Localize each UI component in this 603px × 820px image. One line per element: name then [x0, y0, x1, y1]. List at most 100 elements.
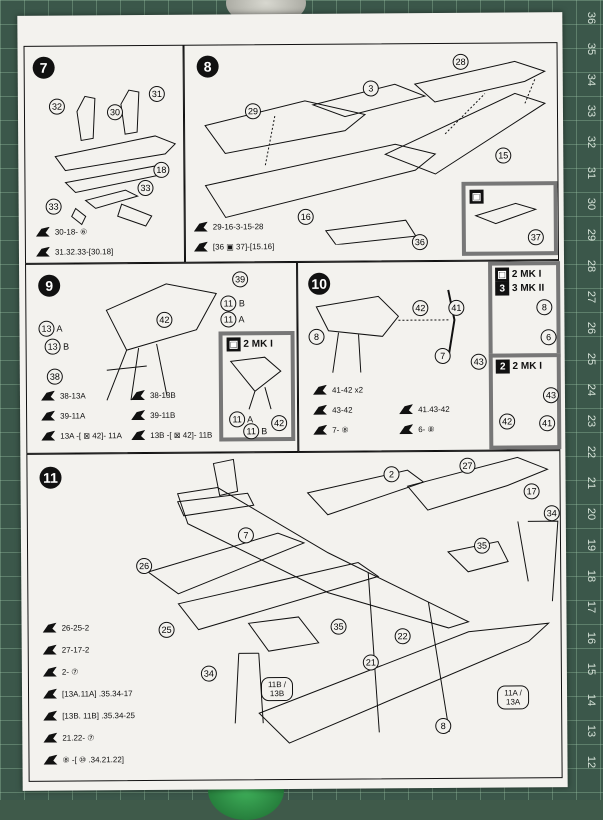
- step-7-instr-2: 31.32.33-[30.18]: [36, 246, 113, 257]
- step-10-instr-r2: 6- ⑧: [399, 424, 435, 434]
- ruler-number: 29: [585, 229, 597, 241]
- step-8-inset-drawing: [466, 195, 556, 256]
- step-11-instr-5: [13B. 11B] .35.34-25: [43, 710, 135, 721]
- step-9-inset-mk1: ▣ 2 MK I 11 A 11 B 42: [219, 331, 296, 442]
- ruler-number: 23: [585, 415, 597, 427]
- part-33b: 33: [137, 180, 153, 196]
- ruler-number: 28: [585, 260, 597, 272]
- part-16: 16: [298, 209, 314, 225]
- part-26: 26: [136, 558, 152, 574]
- inset-b-part-41: 41: [539, 415, 555, 431]
- part-28: 28: [453, 54, 469, 70]
- step-11-instr-4: [13A.11A] .35.34-17: [43, 688, 133, 699]
- ruler-number: 16: [585, 632, 597, 644]
- step-10-inset-a-label1: ▣ 2 MK I: [495, 267, 541, 281]
- step-9-inset-drawing: [225, 351, 295, 411]
- ruler-number: 15: [585, 663, 597, 675]
- ruler-number: 19: [585, 539, 597, 551]
- part-13a-label: 13 A: [38, 321, 62, 337]
- boxed-11b-13b: 11B / 13B: [261, 677, 293, 701]
- ruler-number: 36: [585, 12, 597, 24]
- instruction-sheet: 7 32 30 31 18 33 33 30-18- ⑥ 31.32.33-[3…: [17, 12, 567, 791]
- step-11-instr-6: 21.22- ⑦: [43, 732, 94, 742]
- step-9-instr-r3: 13B -[ ⊠ 42]- 11B: [131, 430, 212, 441]
- step-11-instr-1: 26-25-2: [43, 622, 90, 632]
- inset-part-11b: 11: [243, 423, 259, 439]
- step-9-instr-l3: 13A -[ ⊠ 42]- 11A: [41, 430, 122, 441]
- step-9-instr-l2: 39-11A: [41, 410, 85, 420]
- step-7-panel: 7 32 30 31 18 33 33 30-18- ⑥ 31.32.33-[3…: [24, 45, 186, 264]
- part-15: 15: [495, 147, 511, 163]
- ruler-number: 14: [585, 694, 597, 706]
- step-10-instr-l1: 41-42 x2: [313, 385, 363, 395]
- part-43: 43: [471, 354, 487, 370]
- step-8-panel: 8 28 3 29 15 16 36 ▣ 37: [184, 42, 560, 263]
- part-3: 3: [363, 80, 379, 96]
- inset-a-part-8: 8: [536, 299, 552, 315]
- step-10-instr-r1: 41.43-42: [399, 404, 450, 414]
- part-25: 25: [159, 622, 175, 638]
- step-10-inset-mk: ▣ 2 MK I 3 3 MK II 8 6: [488, 261, 561, 358]
- boxed-11a-13a: 11A / 13A: [497, 685, 529, 709]
- part-2: 2: [383, 466, 399, 482]
- step-11-panel: 11 27 2 17 34 26 7 35: [26, 450, 562, 782]
- part-38: 38: [47, 369, 63, 385]
- part-7: 7: [238, 527, 254, 543]
- ruler-number: 31: [585, 167, 597, 179]
- part-32: 32: [49, 99, 65, 115]
- ruler-number: 17: [585, 601, 597, 613]
- ruler-number: 13: [585, 725, 597, 737]
- part-33a: 33: [46, 199, 62, 215]
- part-36: 36: [412, 234, 428, 250]
- part-11a-label: 11 A: [220, 311, 244, 327]
- ruler-number: 20: [585, 508, 597, 520]
- ruler-number: 25: [585, 353, 597, 365]
- part-11b-label: 11 B: [220, 295, 245, 311]
- step-10-inset-b-label: 2 2 MK I: [496, 359, 542, 373]
- part-35a: 35: [474, 538, 490, 554]
- part-34b: 34: [201, 666, 217, 682]
- ruler-number: 21: [585, 477, 597, 489]
- step-10-instr-l3: 7- ⑧: [313, 425, 349, 435]
- step-9-instr-l1: 38-13A: [41, 390, 86, 400]
- step-9-instr-r2: 39-11B: [131, 410, 175, 420]
- step-9-inset-label: ▣ 2 MK I: [227, 337, 273, 351]
- part-34a: 34: [544, 505, 560, 521]
- ruler-number: 18: [585, 570, 597, 582]
- ruler-number: 22: [585, 446, 597, 458]
- ruler-number: 26: [585, 322, 597, 334]
- part-21: 21: [363, 654, 379, 670]
- ruler-number: 30: [585, 198, 597, 210]
- inset-a-part-6: 6: [541, 329, 557, 345]
- step-10-panel: 10 42 41 7 43 8 ▣ 2 MK I 3 3 MK II 8 6 2…: [297, 260, 560, 452]
- part-35b: 35: [331, 619, 347, 635]
- part-39: 39: [232, 271, 248, 287]
- step-10-inset-mk1: 2 2 MK I 43 42 41: [489, 353, 562, 450]
- part-8: 8: [435, 718, 451, 734]
- part-7: 7: [435, 348, 451, 364]
- step-9-instr-r1: 38-13B: [131, 390, 176, 400]
- part-8: 8: [308, 329, 324, 345]
- ruler-number: 12: [585, 756, 597, 768]
- ruler-number: 27: [585, 291, 597, 303]
- step-9-panel: 9 39 11 B 11 A 13 A 13 B 42 38 ▣ 2 MK I …: [25, 262, 298, 454]
- inset-part-42: 42: [271, 415, 287, 431]
- part-22: 22: [395, 628, 411, 644]
- ruler-number: 32: [585, 136, 597, 148]
- step-8-instr-2: [36 ▣ 37]-[15.16]: [194, 241, 274, 252]
- part-29: 29: [245, 103, 261, 119]
- inset-b-part-42: 42: [499, 413, 515, 429]
- part-42: 42: [156, 312, 172, 328]
- step-7-instr-1: 30-18- ⑥: [36, 226, 88, 236]
- engine-assembly-drawing: [298, 276, 479, 397]
- step-10-instr-l2: 43-42: [313, 405, 353, 415]
- inset-suffix-b: B: [261, 426, 267, 436]
- final-assembly-drawing: [27, 451, 563, 783]
- ruler-number: 24: [585, 384, 597, 396]
- ruler-number: 35: [585, 43, 597, 55]
- step-11-instr-2: 27-17-2: [43, 644, 90, 654]
- part-31: 31: [149, 86, 165, 102]
- ruler-number: 34: [585, 74, 597, 86]
- part-17: 17: [524, 483, 540, 499]
- part-30: 30: [107, 104, 123, 120]
